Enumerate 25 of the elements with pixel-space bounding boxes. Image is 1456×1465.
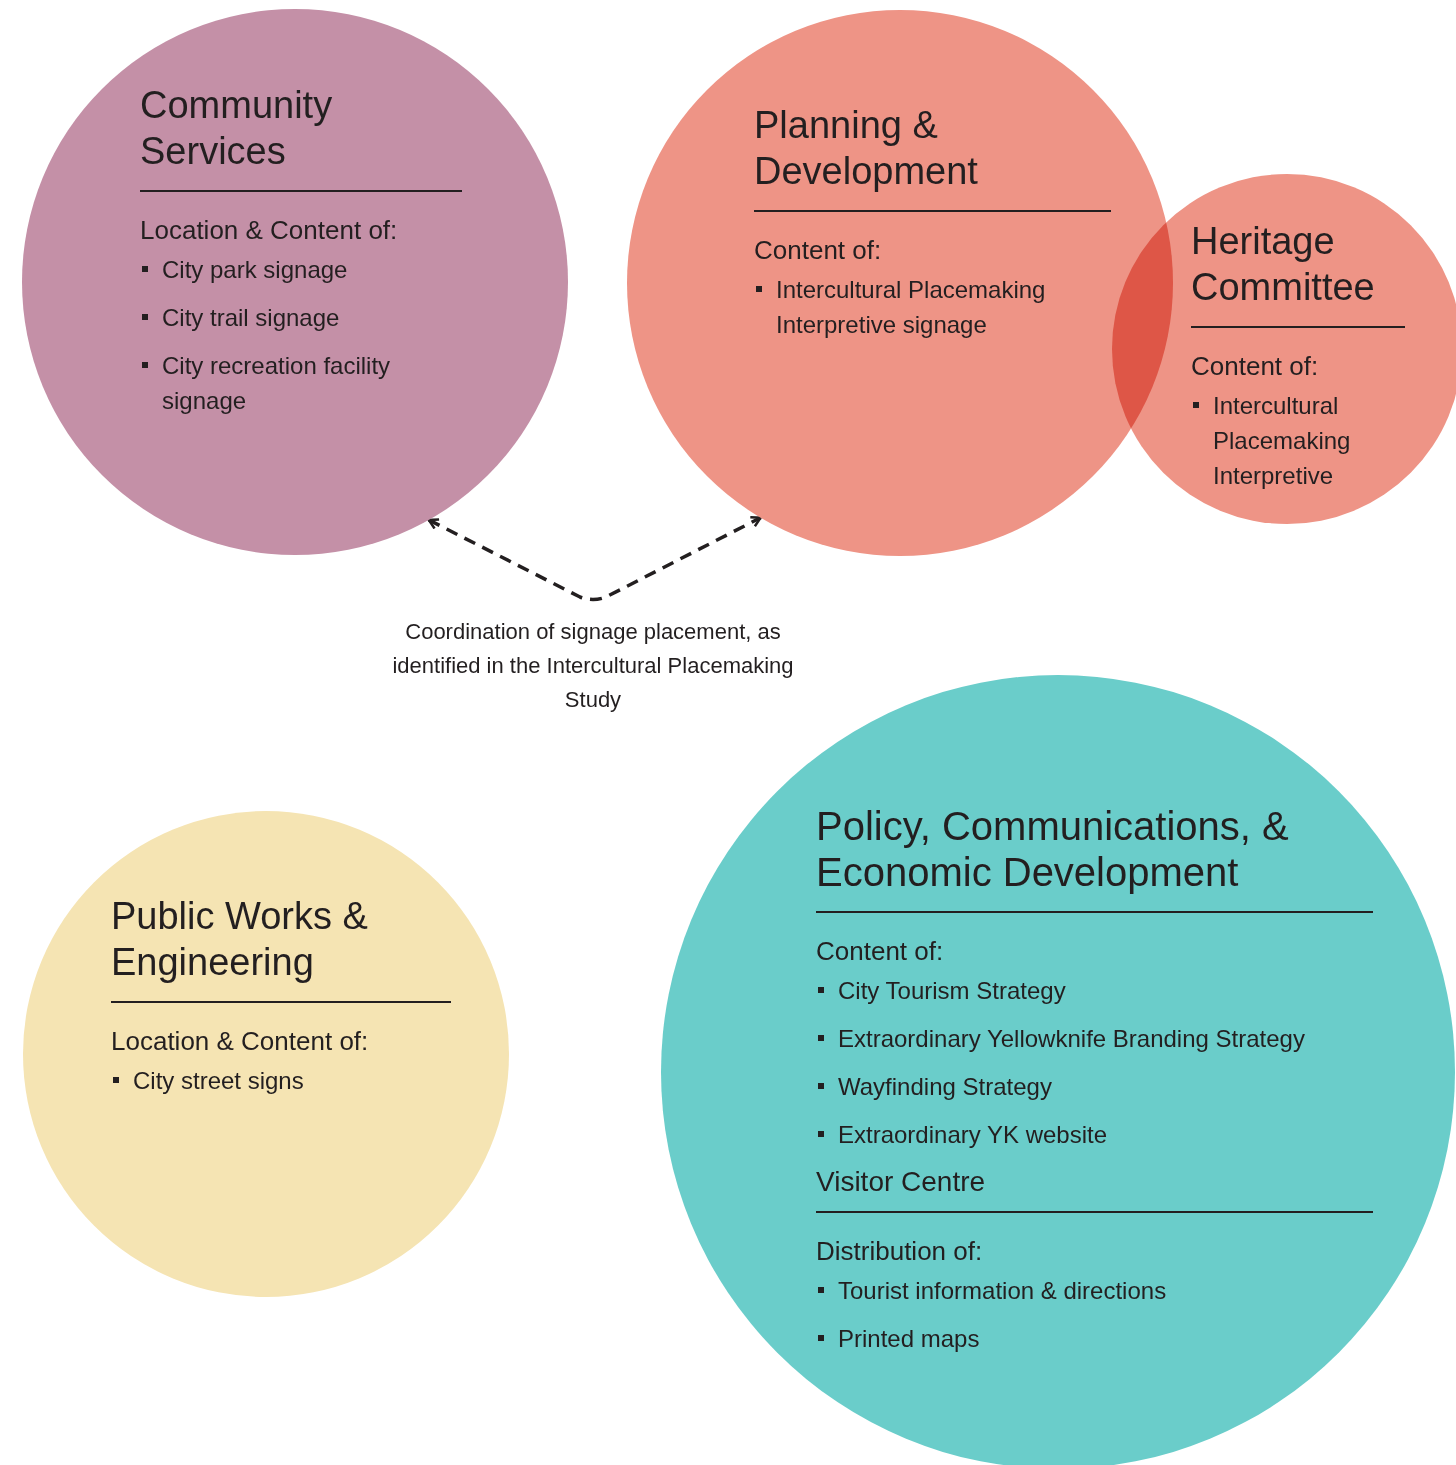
list-item: City trail signage	[140, 300, 462, 335]
list-item: Tourist information & directions	[816, 1273, 1373, 1308]
dashed-arrow	[427, 516, 762, 602]
subheading: Distribution of:	[816, 1235, 984, 1267]
section-heading: Visitor Centre	[816, 1165, 987, 1199]
subheading: Content of:	[754, 234, 883, 266]
heading: Public Works & Engineering	[111, 894, 369, 985]
heading: Community Services	[140, 83, 334, 174]
list-item: City recreation facility signage	[140, 348, 462, 418]
list-item: Intercultural Placemaking Interpretive	[1191, 388, 1405, 493]
list-item: Wayfinding Strategy	[816, 1069, 1373, 1104]
list-item: City Tourism Strategy	[816, 973, 1373, 1008]
list-item: Intercultural Placemaking Interpretive signage	[754, 272, 1111, 342]
list-item: Printed maps	[816, 1321, 1373, 1356]
subheading: Content of:	[1191, 350, 1320, 382]
heading: Heritage Committee	[1191, 219, 1376, 310]
subheading: Content of:	[816, 935, 945, 967]
list-item: City park signage	[140, 252, 462, 287]
heading: Policy, Communications, & Economic Development	[816, 803, 1290, 895]
list-item: City street signs	[111, 1063, 451, 1098]
subheading: Location & Content of:	[140, 214, 399, 246]
list-item: Extraordinary YK website	[816, 1117, 1373, 1152]
subheading: Location & Content of:	[111, 1025, 370, 1057]
list-item: Extraordinary Yellowknife Branding Strategy	[816, 1021, 1373, 1056]
heading: Planning & Development	[754, 103, 979, 194]
